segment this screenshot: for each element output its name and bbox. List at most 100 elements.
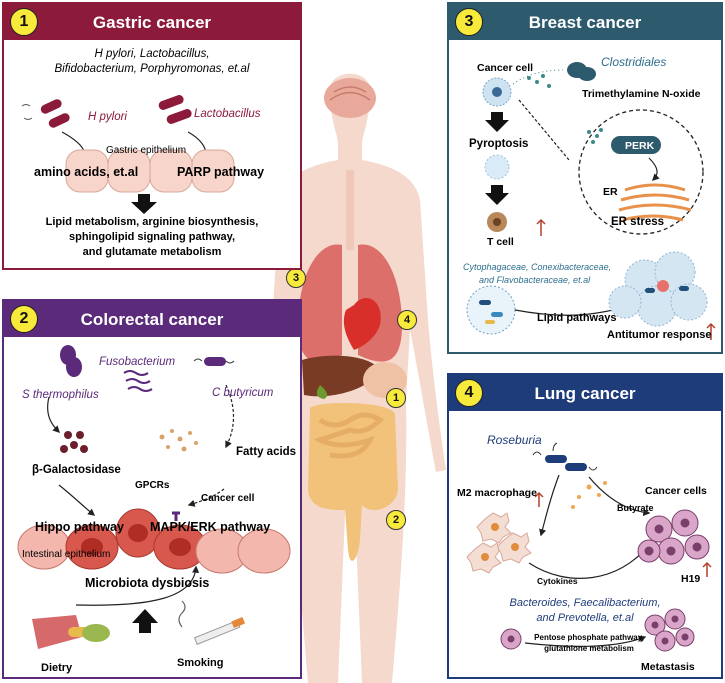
diet-food-icon	[32, 615, 110, 649]
er-label: ER	[603, 186, 618, 198]
lung-diagram	[466, 442, 712, 652]
single-tumor-cell-icon	[500, 628, 522, 650]
er-stress-label: ER stress	[611, 216, 665, 228]
body-marker-1[interactable]: 1	[386, 388, 406, 408]
smoking-label: Smoking	[177, 657, 224, 669]
gastric-bacteria-line2: Bifidobacterium, Porphyromonas, et.al	[54, 63, 250, 75]
t-cell-up-arrow	[536, 218, 546, 236]
m2-macrophage-icons	[466, 512, 532, 574]
gpcrs-label: GPCRs	[135, 480, 170, 491]
lactobacillus-label: Lactobacillus	[194, 108, 261, 120]
cytokines-label: Cytokines	[537, 576, 578, 586]
parp-pathway-label: PARP pathway	[177, 165, 265, 179]
intestinal-epithelium-cells	[17, 508, 291, 574]
breast-cancer-panel: 3 Breast cancer	[447, 2, 723, 354]
panel-number-2: 2	[10, 305, 38, 333]
hpylori-bacteria-icon	[21, 99, 70, 128]
liver	[302, 355, 380, 397]
m2-up-arrow	[534, 491, 544, 507]
breast-families-line2: and Flavobacteraceae, et.al	[479, 275, 591, 285]
colorectal-up-arrow	[132, 609, 158, 633]
metastasis-cells-icon	[644, 608, 695, 652]
fatty-acid-dots	[159, 429, 198, 452]
colorectal-title: Colorectal cancer	[80, 310, 224, 329]
h19-label: H19	[681, 573, 701, 585]
lung-bacteria-line2: and Prevotella, et.al	[536, 612, 634, 624]
mapk-pathway-label: MAPK/ERK pathway	[150, 520, 271, 534]
amino-acids-label: amino acids, et.al	[34, 165, 139, 179]
colorectal-header: 2 Colorectal cancer	[4, 301, 300, 337]
breast-title: Breast cancer	[528, 13, 642, 32]
er-zoom-circle	[578, 109, 704, 235]
dysbiosis-label: Microbiota dysbiosis	[85, 576, 210, 590]
breast-families-line1: Cytophagaceae, Conexibacteraceae,	[463, 262, 612, 272]
gastric-outcome-line1: Lipid metabolism, arginine biosynthesis,	[45, 216, 259, 228]
gastric-down-arrow	[131, 194, 157, 214]
colorectal-diagram	[17, 345, 291, 649]
panel-number-3: 3	[455, 8, 483, 36]
breast-diagram	[466, 62, 716, 340]
gastric-title: Gastric cancer	[92, 13, 212, 32]
brain	[324, 78, 376, 118]
lung-cancer-cells-label: Cancer cells	[645, 485, 707, 497]
gastric-epithelium-cells	[65, 149, 235, 193]
fusobacterium-icon	[123, 370, 153, 392]
metastasis-label: Metastasis	[641, 661, 695, 673]
body-marker-3[interactable]: 3	[286, 268, 306, 288]
t-cell-icon	[487, 212, 507, 232]
cancer-cell-icon	[482, 77, 512, 107]
colorectal-cancer-panel: 2 Colorectal cancer	[2, 299, 302, 679]
breast-header: 3 Breast cancer	[449, 4, 721, 40]
lung-header: 4 Lung cancer	[449, 375, 721, 411]
h19-up-arrow	[702, 561, 712, 577]
c-butyricum-icon	[193, 357, 235, 366]
cigarette-icon	[178, 600, 246, 645]
m2-macrophage-label: M2 macrophage	[457, 487, 537, 499]
gastric-outcome-line3: and glutamate metabolism	[82, 246, 222, 258]
antitumor-up-arrow	[706, 322, 716, 340]
body-marker-4[interactable]: 4	[397, 310, 417, 330]
lactobacillus-bacteria-icon	[158, 95, 192, 124]
butyrate-label: Butyrate	[617, 503, 654, 513]
c-butyricum-label: C butyricum	[212, 387, 274, 399]
lung-bacteria-line1: Bacteroides, Faecalibacterium,	[509, 597, 661, 609]
panel-number-4: 4	[455, 379, 483, 407]
clostridiales-label: Clostridiales	[601, 55, 667, 69]
left-lung	[297, 244, 342, 362]
gastric-diagram	[21, 95, 235, 214]
roseburia-icon	[532, 442, 598, 471]
lung-pathway-line1: Pentose phosphate pathway,	[534, 633, 644, 642]
perk-box	[611, 136, 661, 154]
galactosidase-label: β-Galactosidase	[32, 464, 121, 476]
trachea	[346, 170, 354, 250]
diet-label: Dietry	[41, 662, 73, 674]
s-thermophilus-label: S thermophilus	[22, 389, 99, 401]
clostridiales-icon	[567, 62, 596, 81]
er-membrane-icon	[618, 183, 692, 222]
lipid-bacteria-cluster	[466, 285, 516, 335]
lung-cancer-cells-icon	[637, 509, 710, 565]
lipid-pathways-label: Lipid pathways	[537, 312, 617, 324]
breast-cancer-cell-label: Cancer cell	[477, 62, 534, 74]
cancer-cell-label: Cancer cell	[201, 493, 255, 504]
hpylori-label: H pylori	[88, 111, 127, 123]
t-cell-label: T cell	[487, 236, 514, 248]
tcell-arrow	[485, 185, 509, 205]
panel-number-1: 1	[10, 8, 38, 36]
gastric-bacteria-line1: H pylori, Lactobacillus,	[94, 48, 210, 60]
lung-title: Lung cancer	[534, 384, 636, 403]
gallbladder	[316, 385, 328, 399]
gastric-header: 1 Gastric cancer	[4, 4, 300, 40]
body-marker-2[interactable]: 2	[386, 510, 406, 530]
pyroptosis-arrow	[485, 112, 509, 132]
gpcr-receptor	[172, 511, 180, 521]
galactosidase-dots	[60, 431, 88, 453]
antitumor-cell-cluster	[608, 251, 708, 327]
hippo-pathway-label: Hippo pathway	[35, 520, 124, 534]
gastric-cancer-panel: 1 Gastric cancer H pylori, Lactobacillus…	[2, 2, 302, 270]
fusobacterium-label: Fusobacterium	[99, 356, 176, 368]
s-thermophilus-icon	[60, 345, 82, 377]
intestinal-epithelium-label: Intestinal epithelium	[22, 549, 111, 560]
gastric-outcome-line2: sphingolipid signaling pathway,	[68, 231, 236, 243]
small-intestine	[313, 412, 384, 459]
